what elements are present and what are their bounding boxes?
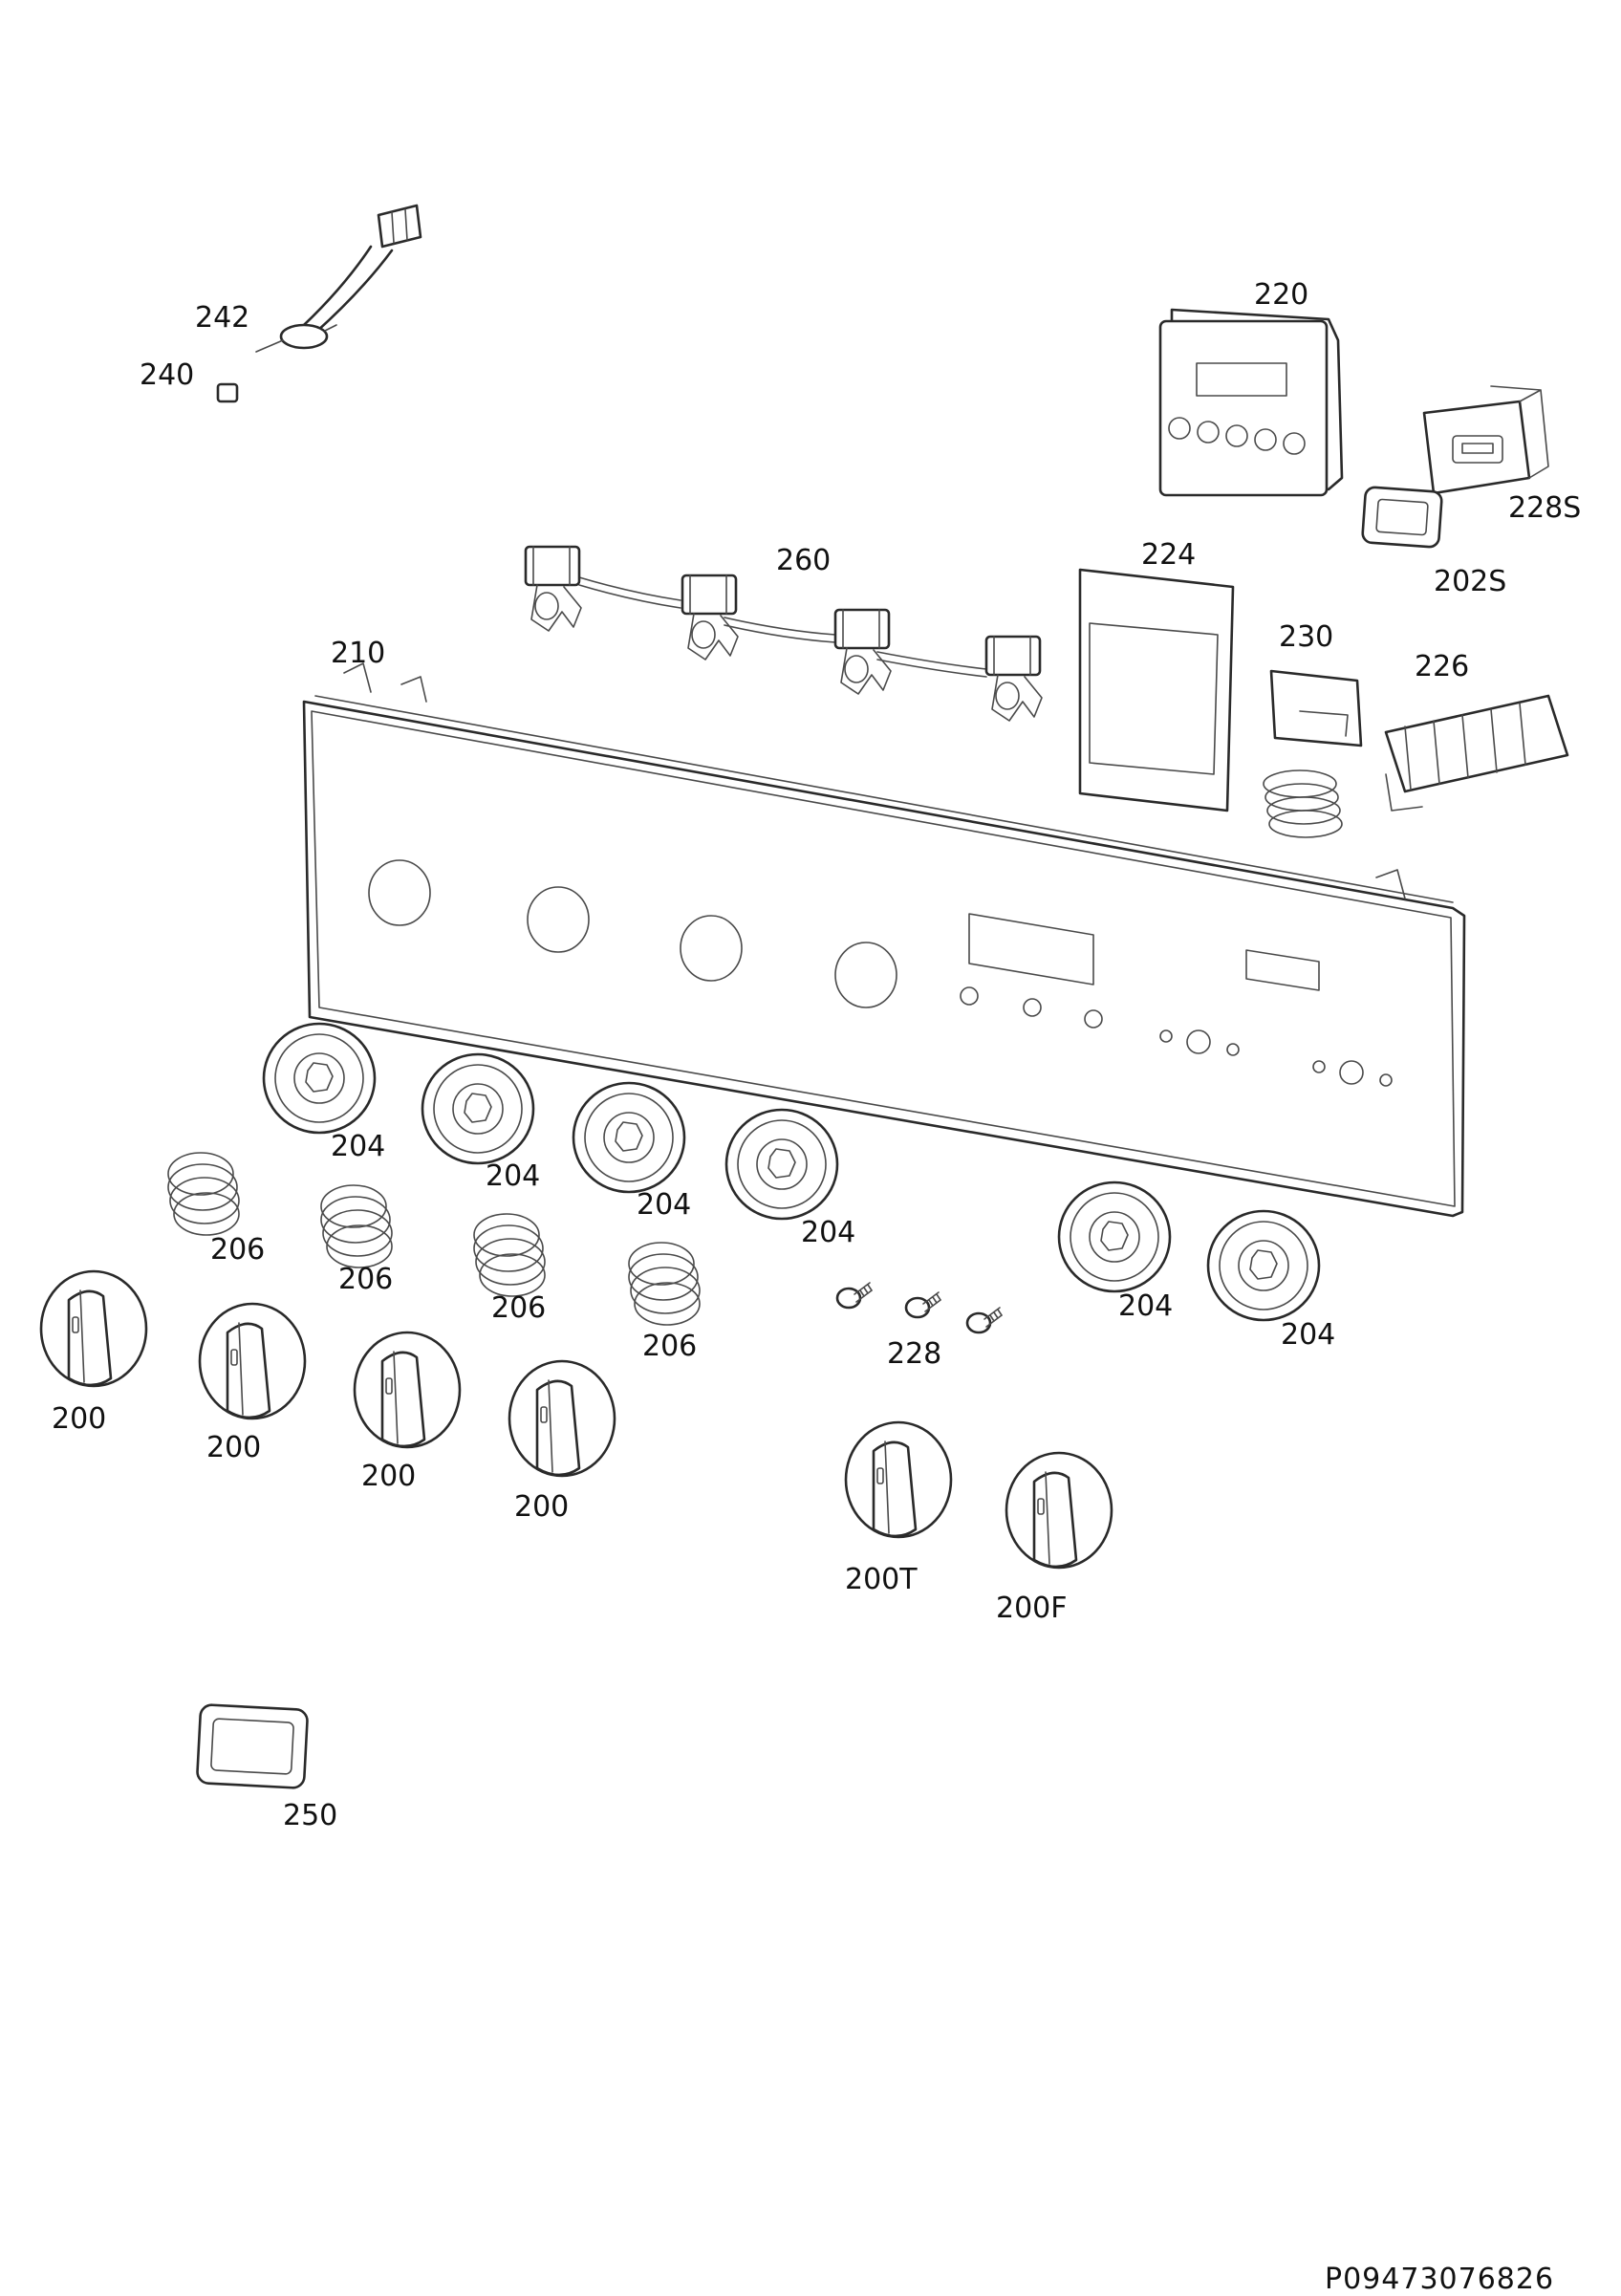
label-220: 220 [1254, 278, 1309, 312]
part-210-control-panel [302, 662, 1466, 1218]
part-250-frame [196, 1703, 309, 1789]
label-204: 204 [331, 1130, 386, 1163]
part-228-screws [835, 1281, 1004, 1334]
label-200: 200 [52, 1402, 107, 1436]
label-204: 204 [1281, 1318, 1336, 1352]
label-224: 224 [1141, 538, 1197, 572]
part-220-timer [1158, 308, 1344, 497]
label-230: 230 [1279, 620, 1334, 654]
label-204: 204 [637, 1188, 692, 1222]
document-id: P09473076826 [1325, 2263, 1555, 2296]
label-202S: 202S [1434, 565, 1507, 598]
label-242: 242 [195, 301, 250, 335]
label-206: 206 [491, 1291, 547, 1325]
label-226: 226 [1415, 650, 1470, 683]
part-230-thermostat [1263, 669, 1363, 838]
label-206: 206 [338, 1263, 394, 1296]
label-200: 200 [514, 1490, 570, 1524]
label-204: 204 [1118, 1289, 1174, 1323]
label-228: 228 [887, 1337, 942, 1371]
part-242-harness [255, 204, 422, 353]
part-200-knobs [39, 1269, 1113, 1570]
part-228S-switch [1422, 385, 1549, 495]
label-228S: 228S [1508, 491, 1582, 525]
label-200T: 200T [845, 1563, 918, 1596]
label-260: 260 [776, 544, 832, 577]
label-200: 200 [361, 1460, 417, 1493]
label-204: 204 [486, 1159, 541, 1193]
part-260-wiring [524, 545, 1044, 723]
part-226-selector [1384, 694, 1569, 812]
label-250: 250 [283, 1799, 338, 1832]
label-206: 206 [642, 1330, 698, 1363]
part-224-window [1078, 568, 1235, 812]
label-204: 204 [801, 1216, 856, 1249]
label-210: 210 [331, 637, 386, 670]
label-240: 240 [140, 358, 195, 392]
part-202S-frame [1361, 486, 1443, 549]
label-206: 206 [210, 1233, 266, 1267]
label-200F: 200F [996, 1592, 1068, 1625]
part-240-grommet [216, 382, 239, 403]
label-200: 200 [206, 1431, 262, 1464]
